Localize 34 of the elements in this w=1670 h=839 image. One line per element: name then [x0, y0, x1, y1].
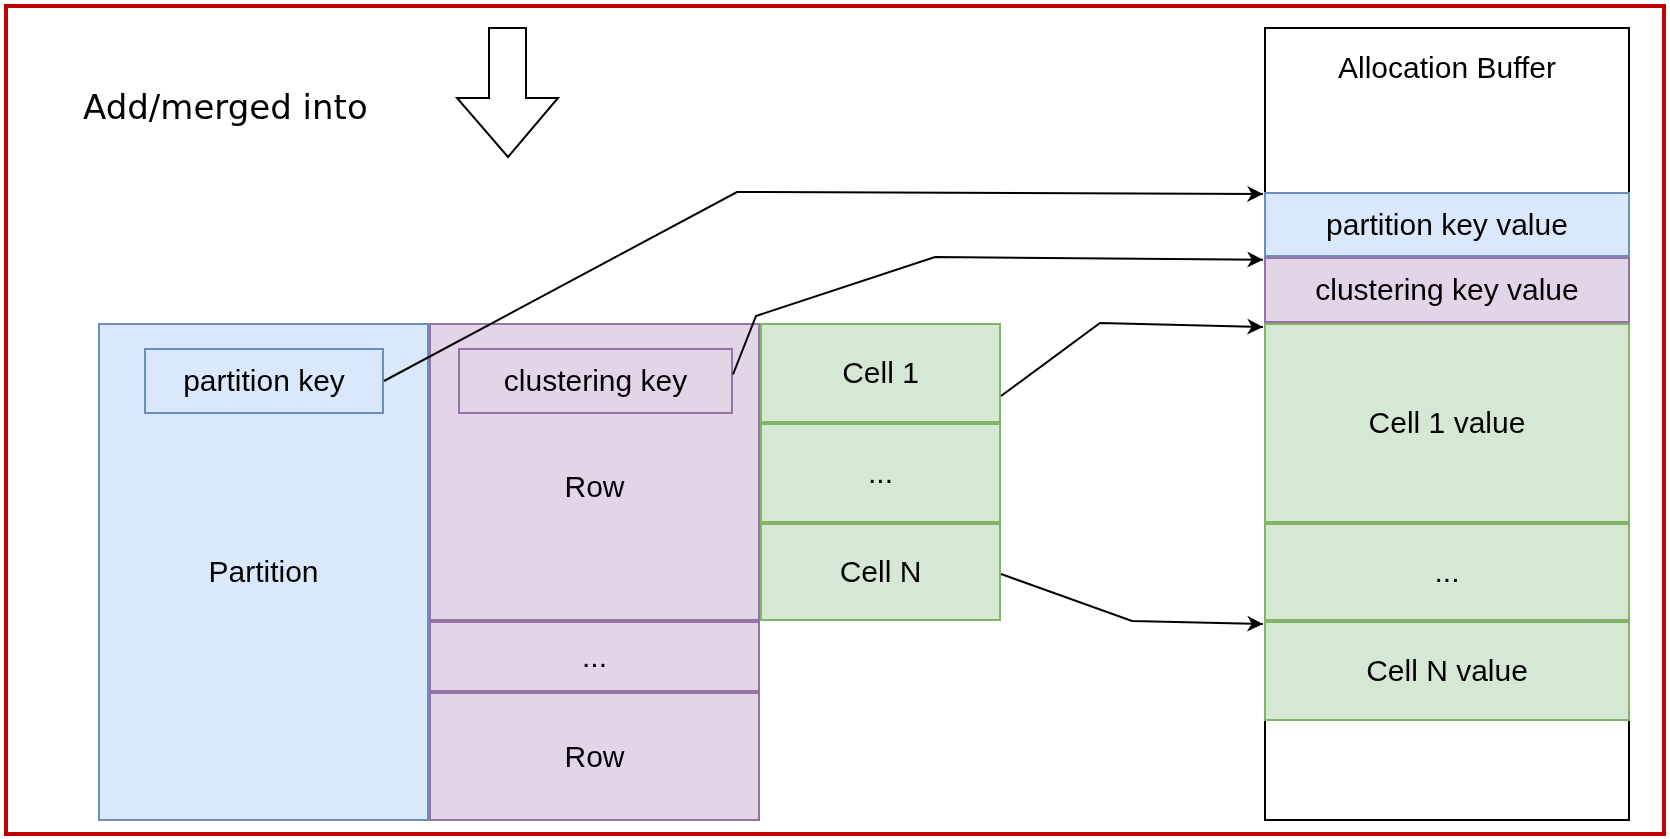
buffer-slot — [1264, 621, 1630, 721]
node-label: Cell 1 — [842, 355, 919, 392]
cell-box — [760, 323, 1001, 423]
node-label: ... — [1434, 554, 1460, 591]
node-label: partition key — [183, 363, 345, 400]
node-label: Row — [564, 469, 625, 506]
arrow — [1000, 572, 1264, 632]
node-label: Cell 1 value — [1368, 405, 1526, 442]
node-label: Row — [564, 738, 625, 775]
note-text: Add/merged into — [83, 86, 368, 129]
buffer-slot — [1264, 523, 1630, 621]
node-label: Allocation Buffer — [1338, 50, 1556, 86]
node-label: ... — [582, 638, 607, 675]
node-label: Cell N value — [1366, 653, 1528, 690]
node-label: ... — [868, 455, 893, 492]
buffer-slot — [1264, 323, 1630, 523]
arrow — [383, 185, 1264, 382]
arrow — [1000, 318, 1264, 397]
partition-box — [98, 323, 429, 821]
row-box — [429, 692, 760, 821]
buffer-slot — [1264, 257, 1630, 323]
node-label: clustering key value — [1315, 272, 1579, 309]
buffer-box — [1264, 27, 1630, 821]
node-label: Cell N — [839, 554, 922, 591]
node-label: clustering key — [503, 363, 688, 400]
key-box — [458, 348, 733, 414]
buffer-slot — [1264, 192, 1630, 257]
cell-box — [760, 423, 1001, 523]
row-box — [429, 323, 760, 621]
node-label: partition key value — [1326, 206, 1568, 243]
cell-box — [760, 523, 1001, 621]
row-box — [429, 621, 760, 692]
node-label: Partition — [208, 554, 319, 591]
key-box — [144, 348, 384, 414]
